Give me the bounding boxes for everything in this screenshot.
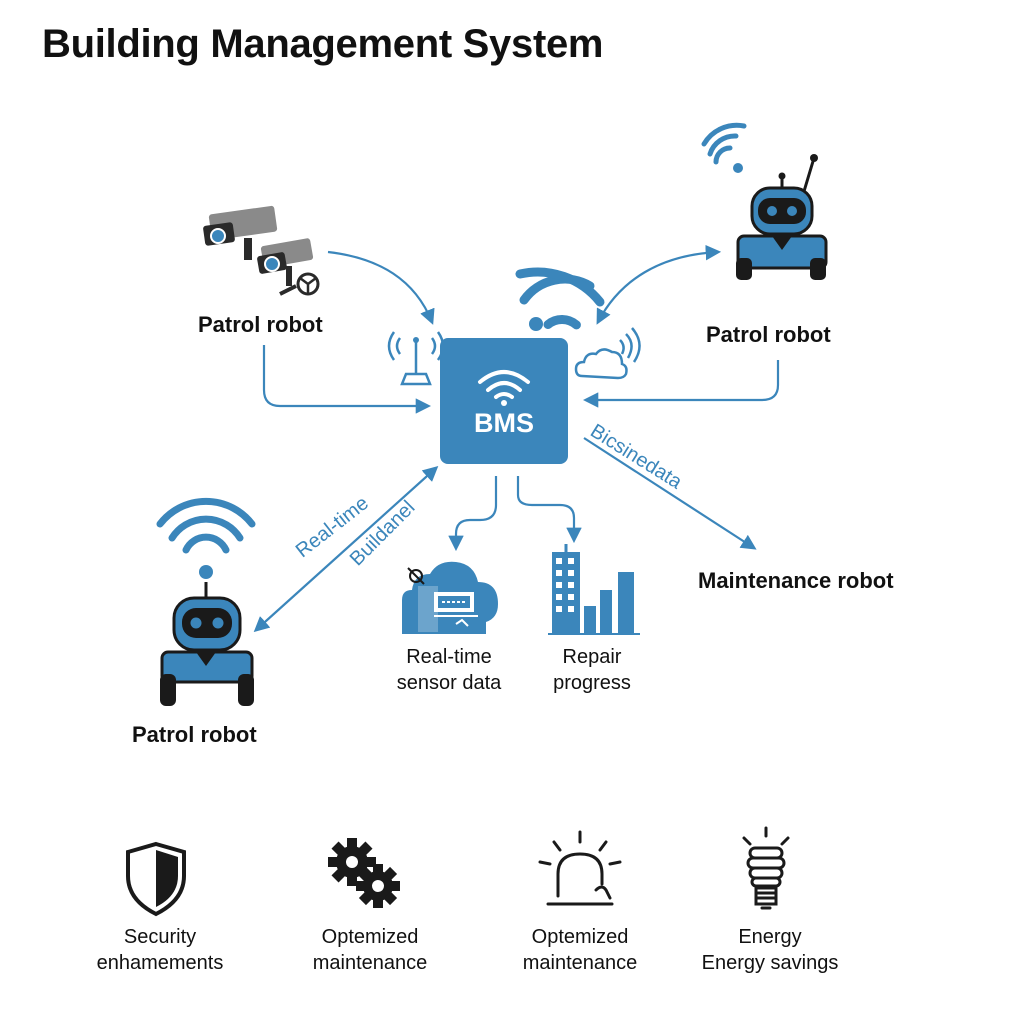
security-camera-icon (203, 205, 320, 296)
lightbulb-icon (742, 826, 790, 910)
benefit-maintenance-1-line1: Optemized (321, 926, 419, 948)
benefit-maintenance-1-line2: maintenance (312, 952, 428, 974)
arrow-bms-to-maintenance (583, 437, 757, 550)
bms-hub[interactable]: BMS (440, 338, 568, 464)
wifi-signal-icon (515, 267, 605, 331)
arrow-camera-to-bms (327, 250, 435, 325)
robot-icon-top-right (701, 122, 828, 280)
antenna-icon (387, 331, 445, 386)
cloud-building-icon (402, 561, 498, 634)
arrow-bms-to-repair (516, 476, 582, 544)
arrow-bms-to-sensor (448, 476, 498, 552)
arrow-bms-bottom-left-robot (253, 465, 439, 633)
benefit-maintenance-2: Optemized maintenance (500, 924, 660, 976)
sensor-label: Real-time sensor data (384, 644, 514, 696)
benefit-energy-line1: Energy (738, 926, 802, 948)
arrow-left-to-bms (262, 345, 432, 414)
benefit-energy: Energy Energy savings (680, 924, 860, 976)
repair-label-line2: progress (553, 672, 631, 694)
cloud-wifi-icon (574, 327, 641, 380)
benefit-security-line1: Security (123, 926, 197, 948)
benefit-maintenance-2-line1: Optemized (531, 926, 629, 948)
bar-chart-building-icon (548, 544, 640, 635)
alarm-light-icon (538, 830, 622, 906)
benefit-maintenance-1: Optemized maintenance (290, 924, 450, 976)
arrow-right-to-bms (582, 360, 780, 408)
benefit-energy-line2: Energy savings (701, 952, 839, 974)
bms-label: BMS (474, 408, 534, 438)
node-label-top-left: Patrol robot (198, 312, 323, 337)
node-label-top-right: Patrol robot (706, 322, 831, 347)
robot-icon-bottom-left (156, 497, 256, 706)
arrow-robot-top-right (596, 244, 722, 325)
benefit-security-line2: enhamements (96, 952, 224, 974)
repair-label: Repair progress (534, 644, 650, 696)
wifi-icon (478, 370, 530, 406)
node-label-maintenance-robot: Maintenance robot (698, 568, 894, 593)
shield-icon (126, 841, 186, 917)
node-label-bottom-left: Patrol robot (132, 722, 257, 747)
benefit-maintenance-2-line2: maintenance (522, 952, 638, 974)
benefit-security: Security enhamements (70, 924, 250, 976)
sensor-label-line1: Real-time (406, 646, 492, 668)
page-title: Building Management System (42, 22, 604, 66)
repair-label-line1: Repair (562, 646, 622, 668)
gears-icon (328, 838, 400, 908)
sensor-label-line2: sensor data (396, 672, 502, 694)
